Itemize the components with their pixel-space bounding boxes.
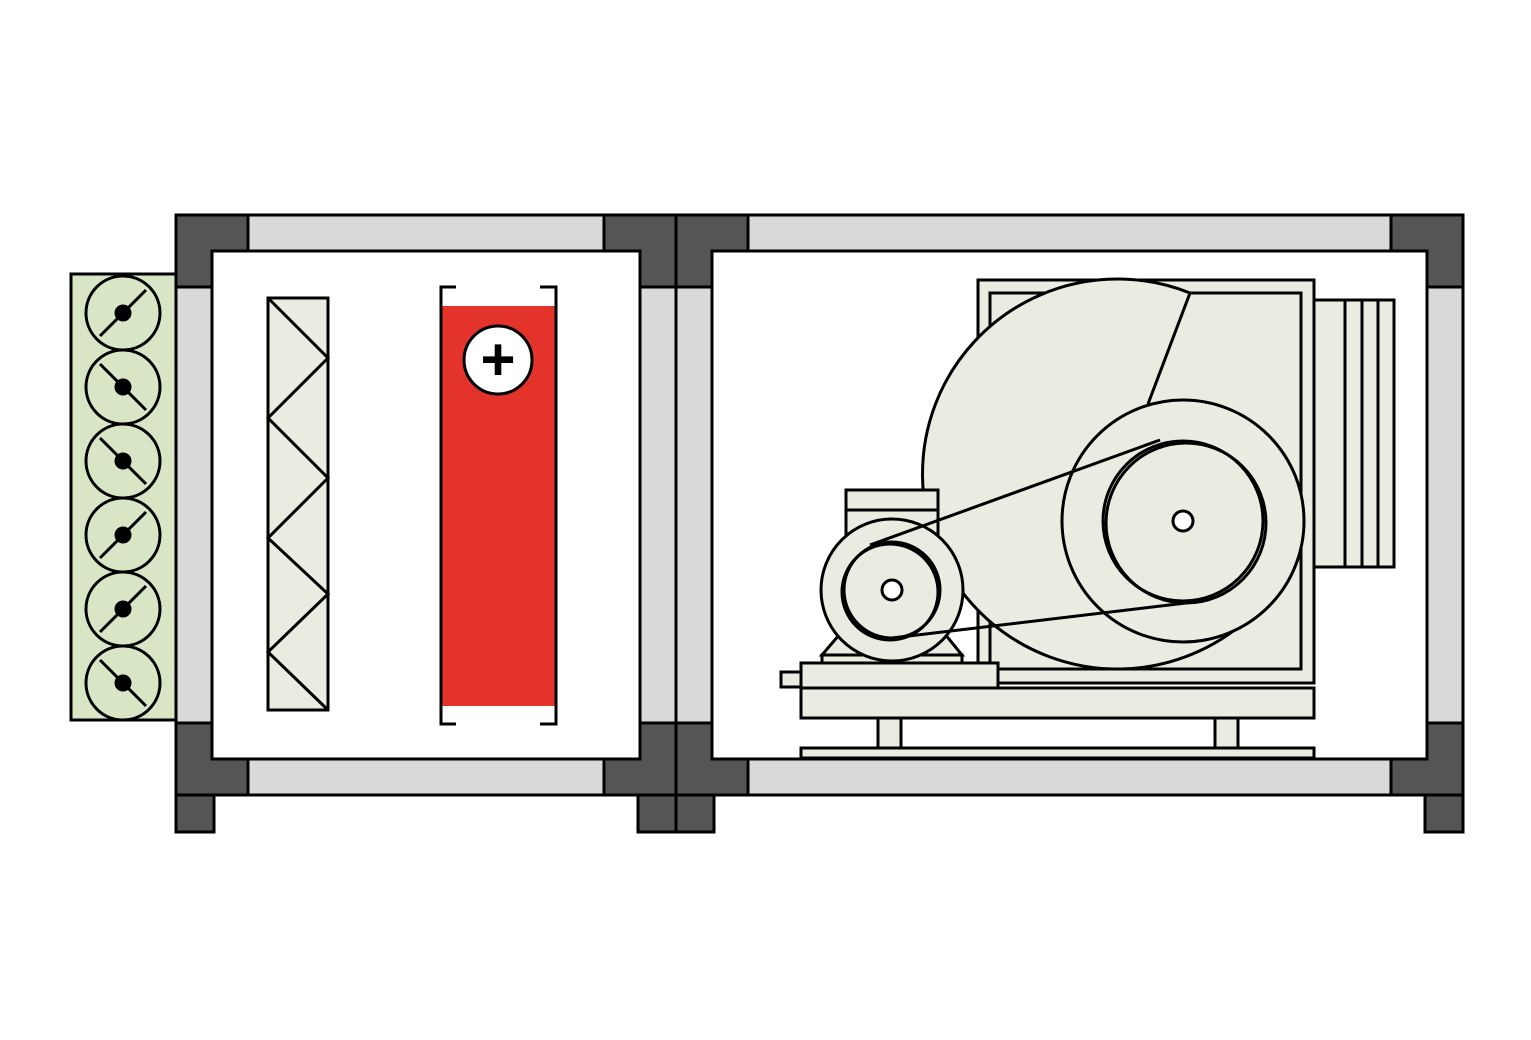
motor-pulley-rim [840, 542, 940, 642]
section-frame-filter-heater [174, 213, 678, 797]
damper-pivot [114, 304, 132, 322]
unit-feet [174, 793, 1465, 834]
flange-body [1312, 298, 1396, 569]
frame-corner-top-right [1389, 213, 1465, 289]
base-frame [779, 661, 1316, 760]
drive-belt [869, 438, 1187, 640]
filter-frame [266, 296, 330, 712]
fan-scroll-cutoff [1146, 292, 1192, 405]
filter-pleats [265, 296, 331, 712]
damper-pivot [114, 378, 132, 396]
frame-corner-bottom-right [1389, 721, 1465, 797]
motor-shaft [880, 578, 904, 602]
louvre-damper [69, 272, 178, 722]
motor-slide-rail [799, 661, 1000, 690]
fan-assembly [779, 277, 1396, 760]
foot-left [174, 793, 216, 834]
damper-pivot [114, 600, 132, 618]
motor-terminal-box [844, 488, 940, 512]
belt-lower [891, 601, 1187, 640]
tension-bolt [779, 670, 803, 689]
base-leg-right [1213, 716, 1240, 750]
coil-bracket-bottom-left [439, 706, 456, 726]
heating-coil: + [439, 285, 558, 726]
frame-corner-bottom-left [174, 721, 250, 797]
coil-bracket-bottom-right [540, 706, 558, 726]
frame-corner-bottom-left [674, 721, 750, 797]
damper-pivot [114, 526, 132, 544]
foot-right [1423, 793, 1465, 834]
electric-motor [818, 488, 966, 665]
foot-middle-left [636, 793, 678, 834]
damper-pivot [114, 674, 132, 692]
heater-symbol-plus: + [480, 326, 515, 393]
base-rail-bottom [799, 746, 1316, 760]
foot-middle-right [674, 793, 716, 834]
fan-outlet-flange [1312, 298, 1396, 569]
fan-shaft [1171, 509, 1195, 533]
belt-upper [869, 438, 1161, 547]
damper-blades [84, 274, 162, 722]
base-leg-left [876, 716, 903, 750]
damper-pivot [114, 452, 132, 470]
heater-symbol-circle [462, 324, 534, 396]
panel-filter [265, 296, 331, 712]
frame-corner-top-left [674, 213, 750, 289]
base-platform [799, 686, 1316, 720]
